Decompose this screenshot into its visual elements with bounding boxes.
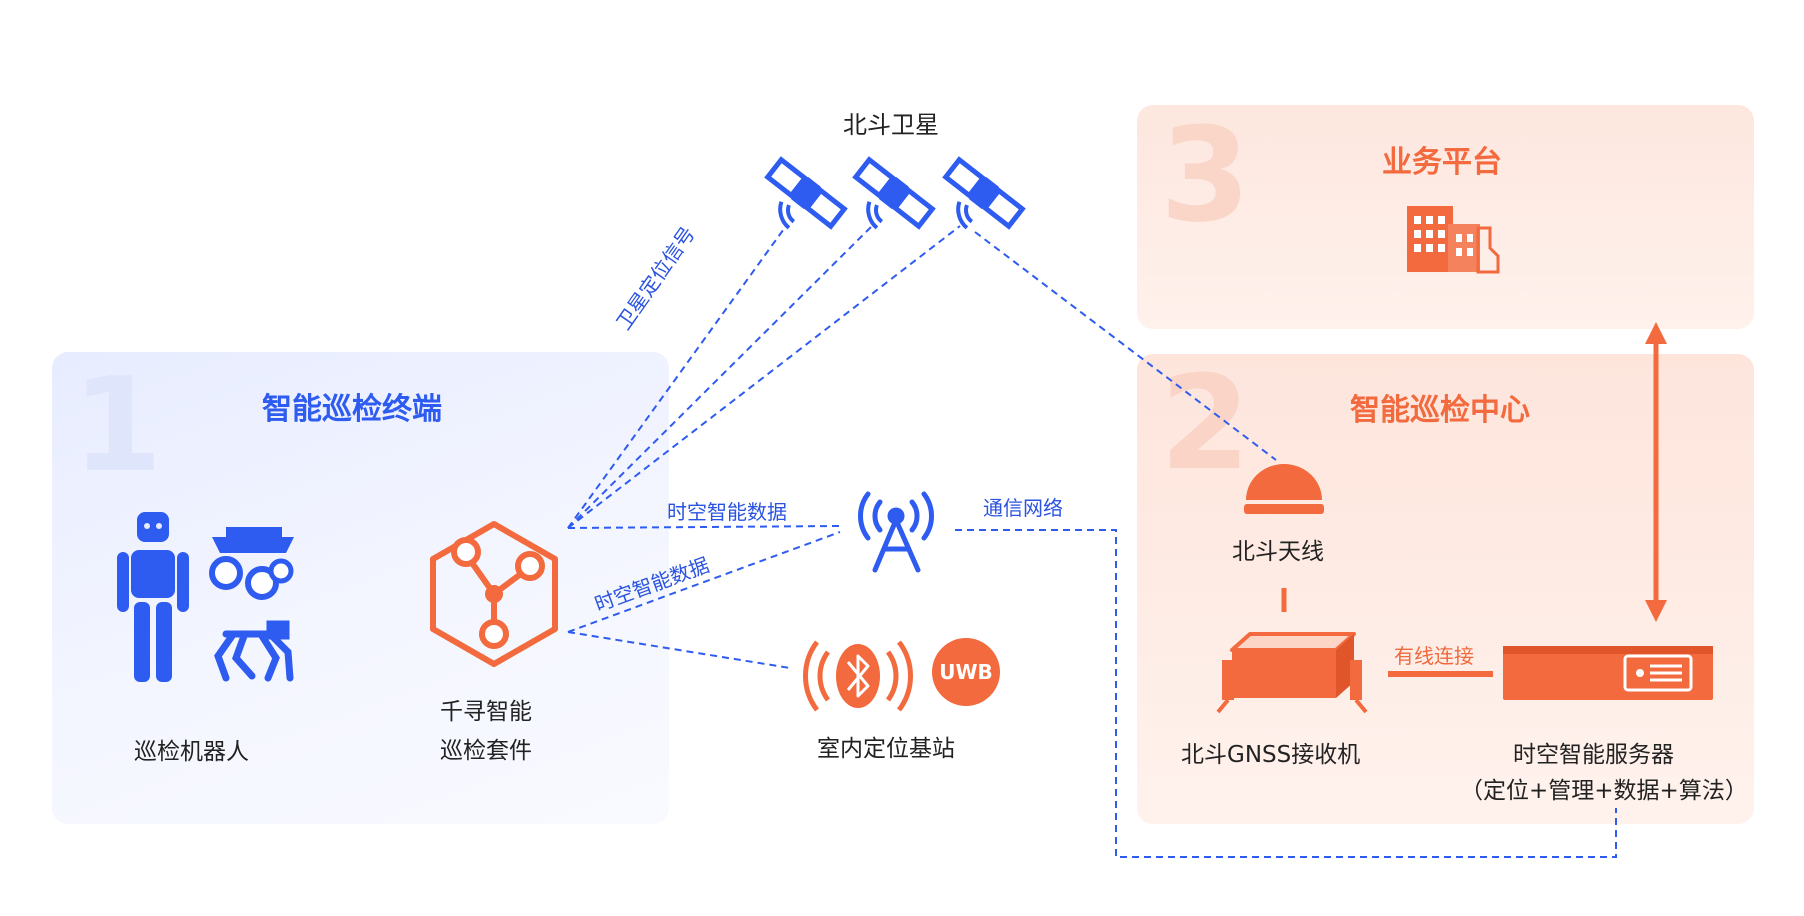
panel-title-terminal: 智能巡检终端: [262, 392, 442, 427]
uwb-badge-text: UWB: [939, 660, 993, 684]
link-label-comm-network: 通信网络: [983, 496, 1063, 520]
link-kit-indoor: [567, 631, 791, 669]
link-kit-tower-2: [567, 531, 841, 633]
panel-number-center: 2: [1160, 347, 1251, 499]
indoor-station-label: 室内定位基站: [817, 736, 955, 762]
panel-number-platform: 3: [1160, 99, 1251, 251]
receiver-label: 北斗GNSS接收机: [1181, 742, 1361, 768]
bluetooth-icon: [803, 640, 913, 712]
uwb-badge-icon: [932, 638, 1000, 706]
building-icon: [1407, 206, 1500, 274]
panel-number-terminal: 1: [72, 349, 163, 501]
satellite-icon: [852, 156, 936, 230]
double-arrow: [1645, 322, 1667, 622]
kit-hexagon-icon: [430, 521, 558, 667]
robot-label: 巡检机器人: [134, 739, 249, 765]
link-sat2-kit: [567, 225, 873, 529]
link-sat1-kit: [567, 225, 787, 529]
robot-icon: [117, 512, 189, 682]
robot-dog-icon: [214, 620, 294, 682]
link-sat3-kit: [567, 225, 961, 529]
cell-tower-icon: [858, 491, 934, 573]
wheeled-robot-icon: [209, 527, 294, 600]
kit-label-line1: 千寻智能: [440, 699, 532, 725]
panel-title-center: 智能巡检中心: [1350, 393, 1530, 428]
link-sat-antenna: [974, 231, 1277, 461]
kit-label-line2: 巡检套件: [440, 738, 532, 764]
satellite-icon: [764, 156, 848, 230]
panel-title-platform: 业务平台: [1382, 145, 1502, 180]
server-label-line2: （定位+管理+数据+算法）: [1460, 778, 1748, 804]
link-label-data-1: 时空智能数据: [667, 500, 787, 524]
gnss-receiver-icon: [1216, 632, 1368, 714]
antenna-label: 北斗天线: [1232, 539, 1324, 565]
dashed-links: [567, 225, 1617, 858]
server-icon: [1503, 646, 1713, 700]
antenna-dome-icon: [1244, 464, 1324, 514]
server-label-line1: 时空智能服务器: [1513, 742, 1674, 768]
satellite-label: 北斗卫星: [843, 111, 939, 139]
panel-center: [1137, 354, 1754, 824]
link-kit-tower: [567, 525, 841, 529]
link-label-wired: 有线连接: [1394, 644, 1474, 668]
satellite-icon: [942, 156, 1026, 230]
